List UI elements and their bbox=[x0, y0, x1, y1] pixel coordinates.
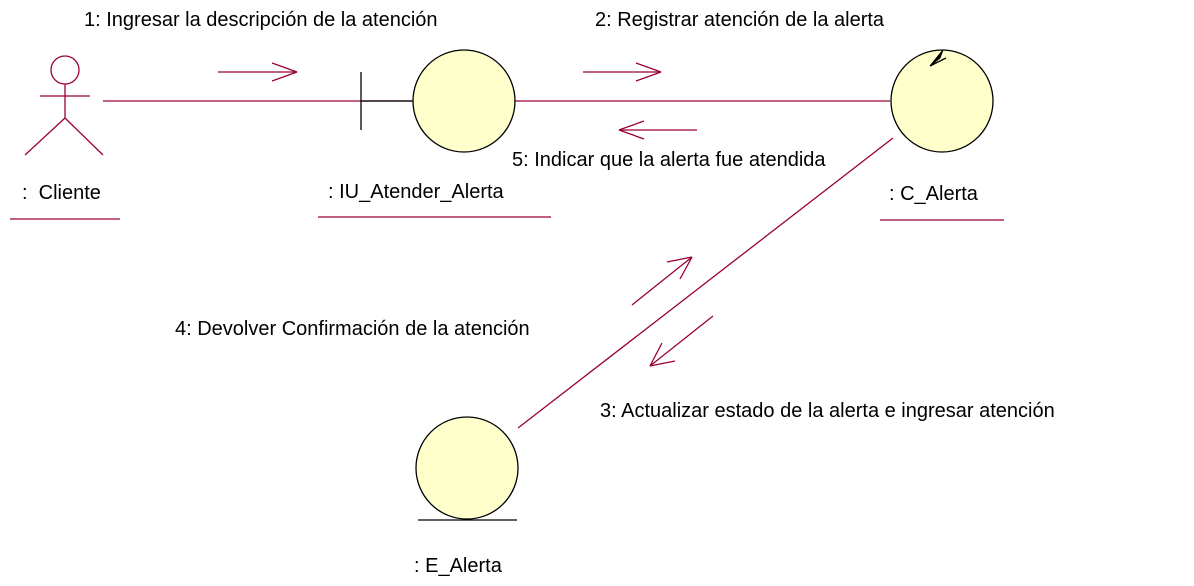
entity-label: : E_Alerta bbox=[414, 555, 503, 577]
boundary-label: : IU_Atender_Alerta bbox=[328, 181, 505, 203]
message-1[interactable]: 1: Ingresar la descripción de la atenció… bbox=[84, 9, 438, 82]
link-control-entity[interactable] bbox=[517, 137, 894, 429]
message-4[interactable]: 4: Devolver Confirmación de la atención bbox=[175, 256, 693, 340]
boundary-icon bbox=[360, 49, 516, 153]
entity-icon bbox=[415, 416, 519, 521]
message-4-label: 4: Devolver Confirmación de la atención bbox=[175, 318, 530, 340]
entity-e-alerta[interactable]: : E_Alerta bbox=[414, 416, 519, 577]
control-label: : C_Alerta bbox=[889, 183, 979, 205]
arrow-right-icon bbox=[583, 62, 662, 82]
control-c-alerta[interactable]: : C_Alerta bbox=[880, 49, 1004, 221]
message-1-label: 1: Ingresar la descripción de la atenció… bbox=[84, 9, 438, 31]
message-5-label: 5: Indicar que la alerta fue atendida bbox=[512, 149, 826, 171]
control-icon bbox=[890, 49, 994, 153]
actor-cliente[interactable]: : Cliente bbox=[10, 55, 120, 220]
arrow-down-left-icon bbox=[649, 315, 714, 367]
actor-icon bbox=[24, 55, 104, 156]
arrow-left-icon bbox=[618, 120, 697, 140]
boundary-iu-atender-alerta[interactable]: : IU_Atender_Alerta bbox=[318, 49, 551, 218]
actor-label: : Cliente bbox=[22, 182, 101, 204]
message-3[interactable]: 3: Actualizar estado de la alerta e ingr… bbox=[600, 315, 1055, 422]
message-5[interactable]: 5: Indicar que la alerta fue atendida bbox=[512, 120, 826, 171]
message-2-label: 2: Registrar atención de la alerta bbox=[595, 9, 885, 31]
arrow-up-right-icon bbox=[631, 256, 693, 306]
message-2[interactable]: 2: Registrar atención de la alerta bbox=[583, 9, 885, 82]
arrow-right-icon bbox=[218, 62, 298, 82]
message-3-label: 3: Actualizar estado de la alerta e ingr… bbox=[600, 400, 1055, 422]
